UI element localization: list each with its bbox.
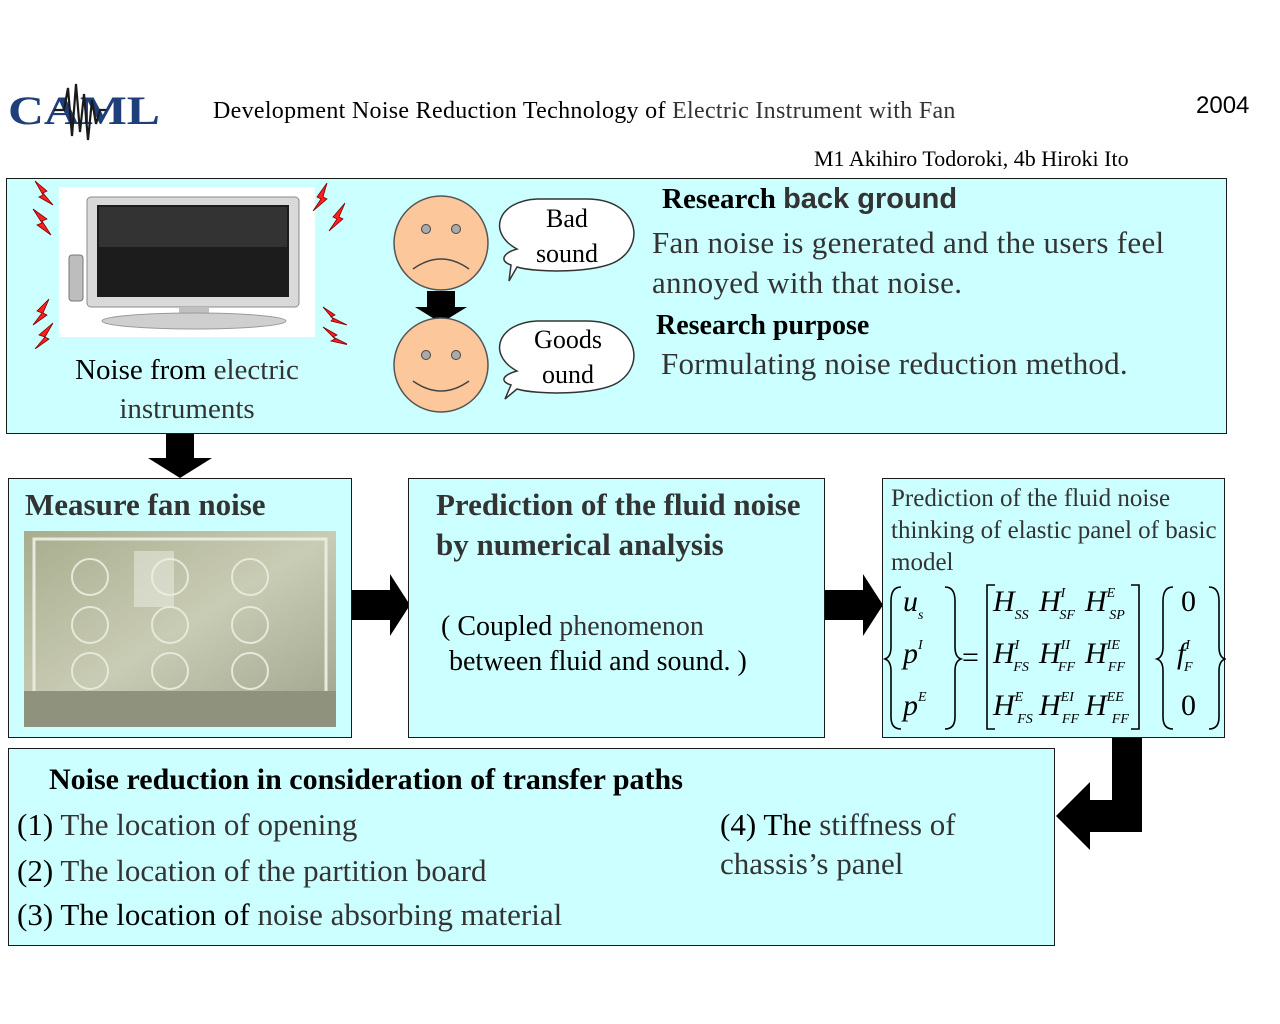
title-prefix: Development Noise Reduction Technology o…	[213, 98, 673, 124]
bubble-bad-text: Bad sound	[535, 204, 599, 268]
measure-panel: Measure fan noise	[8, 478, 352, 738]
equation-rhs-term: 0	[1181, 689, 1196, 722]
purpose-heading: Research purpose	[656, 310, 870, 341]
list-item: (3) The location of noise absorbing mate…	[17, 897, 563, 932]
happy-face-icon	[393, 317, 489, 413]
prediction-heading: Prediction of the fluid noise by numeric…	[436, 487, 801, 562]
noise-caption: Noise from electric instruments	[75, 354, 299, 425]
caml-logo: CAML	[8, 83, 160, 141]
equation-matrix-term: HSS	[992, 585, 1029, 623]
equation-lhs-term: pI	[901, 637, 924, 670]
research-background-panel: Noise from electric instruments Bad soun…	[6, 178, 1227, 434]
background-heading: Research back ground	[662, 183, 958, 215]
arrow-right-icon	[352, 574, 410, 636]
prediction-panel: Prediction of the fluid noise by numeric…	[408, 478, 825, 738]
arrow-return-icon	[1056, 738, 1142, 850]
authors-label: M1 Akihiro Todoroki, 4b Hiroki Ito	[814, 146, 1129, 171]
list-item: (2) The location of the partition board	[17, 853, 487, 888]
speech-bubble-good	[498, 320, 635, 400]
equation-lhs-term: pE	[901, 689, 927, 722]
elastic-panel: Prediction of the fluid noise thinking o…	[882, 478, 1226, 738]
test-model-photo	[24, 531, 336, 727]
sad-face-icon	[393, 195, 489, 291]
title-suffix: Electric Instrument with Fan	[672, 98, 956, 124]
reduction-panel: Noise reduction in consideration of tran…	[8, 748, 1055, 946]
waveform-icon	[54, 83, 106, 141]
page-title: Development Noise Reduction Technology o…	[213, 98, 956, 125]
measure-heading: Measure fan noise	[25, 487, 266, 522]
year-label: 2004	[1196, 92, 1250, 119]
arrow-down-icon	[415, 291, 467, 323]
list-item: (4) The stiffness of chassis’s panel	[720, 807, 956, 881]
arrow-right-icon	[825, 574, 883, 636]
list-item: (1) The location of opening	[17, 807, 358, 842]
noise-spark-icons	[32, 180, 347, 349]
tv-image	[59, 187, 315, 337]
elastic-text: Prediction of the fluid noise thinking o…	[891, 485, 1217, 576]
equation-rhs-term: 0	[1181, 585, 1196, 618]
prediction-subtext: ( Coupled phenomenon between fluid and s…	[441, 611, 747, 677]
background-text: Fan noise is generated and the users fee…	[652, 225, 1165, 300]
faces-illustration	[393, 195, 635, 413]
bubble-good-text: Goods ound	[534, 325, 602, 389]
purpose-text: Formulating noise reduction method.	[661, 346, 1128, 381]
speech-bubble-bad	[498, 198, 635, 282]
equation-lhs-term: us	[903, 585, 924, 623]
equation-equals: =	[962, 641, 979, 674]
reduction-heading: Noise reduction in consideration of tran…	[49, 763, 683, 796]
arrow-down-icon	[148, 434, 212, 478]
